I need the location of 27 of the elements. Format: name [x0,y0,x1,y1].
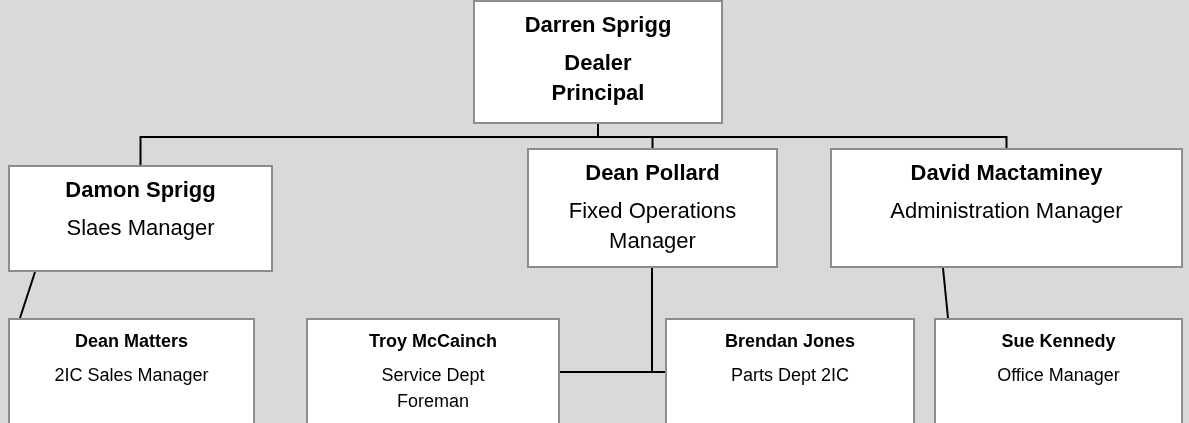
name-text: Darren Sprigg [524,11,672,39]
role-text: Administration Manager [890,197,1123,225]
role-text: Service Dept Foreman [380,364,486,413]
person-box [934,318,1183,423]
person-box [8,318,255,423]
name-text: Dean Pollard [585,159,720,187]
role-text: Parts Dept 2IC [730,364,849,387]
role-text: Fixed Operations Manager [567,197,738,255]
name-text: Dean Matters [74,330,188,353]
role-text: Slaes Manager [66,214,215,242]
connector-line [942,267,949,319]
person-box [306,318,560,423]
name-text: Troy McCainch [369,330,497,353]
person-box [473,0,723,124]
connector-line [19,271,36,319]
person-box [527,148,778,268]
person-box [665,318,915,423]
role-text: 2IC Sales Manager [54,364,209,387]
role-text: Dealer Principal [550,49,646,107]
person-box [830,148,1183,268]
name-text: Sue Kennedy [1001,330,1116,353]
name-text: David Mactaminey [910,159,1103,187]
role-text: Office Manager [997,364,1120,387]
name-text: Damon Sprigg [65,176,216,204]
connector-line [651,267,666,373]
person-box [8,165,273,272]
name-text: Brendan Jones [724,330,855,353]
